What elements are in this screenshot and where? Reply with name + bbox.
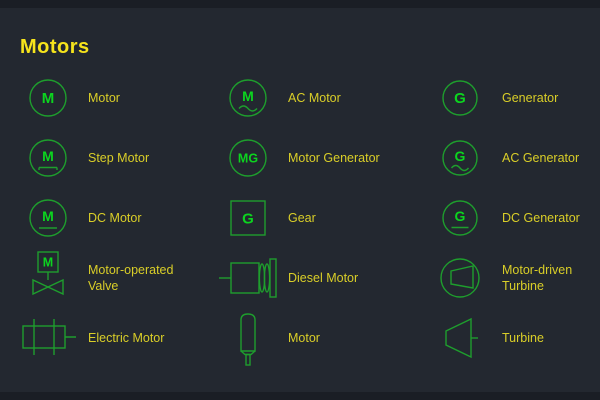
ac-generator-circle-icon: G <box>432 130 488 186</box>
library-item-motor-generator[interactable]: MG Motor Generator <box>220 128 432 188</box>
symbol-label: Generator <box>502 90 559 105</box>
gear-letter: G <box>242 211 254 228</box>
symbol-label: Turbine <box>502 330 544 345</box>
motor-generator-circle-icon: MG <box>220 130 276 186</box>
library-item-diesel-motor[interactable]: Diesel Motor <box>219 248 432 308</box>
library-item-motor-driven-turbine[interactable]: Motor-driven Turbine <box>432 248 600 308</box>
ac-motor-letter: M <box>242 88 254 104</box>
symbol-label: Motor <box>288 330 320 345</box>
library-item-step-motor[interactable]: M Step Motor <box>20 128 220 188</box>
library-item-motor[interactable]: M Motor <box>20 68 220 128</box>
symbol-label: Gear <box>288 210 316 225</box>
symbol-label: Motor-operated Valve <box>88 262 174 293</box>
library-item-motor-vertical[interactable]: Motor <box>220 308 432 368</box>
library-item-ac-motor[interactable]: M AC Motor <box>220 68 432 128</box>
turbine-icon <box>432 310 488 366</box>
valve-motor-letter: M <box>43 256 53 270</box>
symbol-grid: M Motor M AC Motor G Generator <box>20 68 600 368</box>
symbol-label: AC Motor <box>288 90 341 105</box>
library-item-gear[interactable]: G Gear <box>220 188 432 248</box>
library-item-turbine[interactable]: Turbine <box>432 308 600 368</box>
bottom-edge-band <box>0 392 600 400</box>
diesel-motor-icon <box>219 250 277 306</box>
library-item-dc-motor[interactable]: M DC Motor <box>20 188 220 248</box>
symbol-label: Motor-driven Turbine <box>502 262 573 293</box>
generator-letter: G <box>454 90 466 107</box>
symbol-label: DC Motor <box>88 210 142 225</box>
symbol-label: Step Motor <box>88 150 150 165</box>
library-item-ac-generator[interactable]: G AC Generator <box>432 128 600 188</box>
symbol-label: Diesel Motor <box>288 270 359 285</box>
symbol-label: Electric Motor <box>88 330 165 345</box>
dc-motor-letter: M <box>42 208 54 224</box>
motor-letter: M <box>42 90 55 107</box>
dc-generator-letter: G <box>455 208 466 224</box>
dc-generator-circle-icon: G <box>432 190 488 246</box>
vertical-motor-icon <box>220 310 276 366</box>
motor-operated-valve-icon: M <box>20 250 76 306</box>
top-edge-band <box>0 0 600 8</box>
page-title: Motors <box>20 36 90 58</box>
motor-circle-icon: M <box>20 70 76 126</box>
ac-motor-circle-icon: M <box>220 70 276 126</box>
library-item-generator[interactable]: G Generator <box>432 68 600 128</box>
library-item-electric-motor[interactable]: Electric Motor <box>20 308 220 368</box>
symbol-label: Motor Generator <box>288 150 380 165</box>
library-item-dc-generator[interactable]: G DC Generator <box>432 188 600 248</box>
step-motor-circle-icon: M <box>20 130 76 186</box>
gear-square-icon: G <box>220 190 276 246</box>
symbol-label: AC Generator <box>502 150 580 165</box>
dc-motor-circle-icon: M <box>20 190 76 246</box>
ac-generator-letter: G <box>455 148 466 164</box>
library-item-motor-operated-valve[interactable]: M Motor-operated Valve <box>20 248 220 308</box>
symbol-label: Motor <box>88 90 120 105</box>
symbol-label: DC Generator <box>502 210 580 225</box>
motor-generator-letters: MG <box>238 152 258 166</box>
step-motor-letter: M <box>42 148 54 164</box>
generator-circle-icon: G <box>432 70 488 126</box>
motor-driven-turbine-icon <box>432 250 488 306</box>
electric-motor-icon <box>20 310 76 366</box>
